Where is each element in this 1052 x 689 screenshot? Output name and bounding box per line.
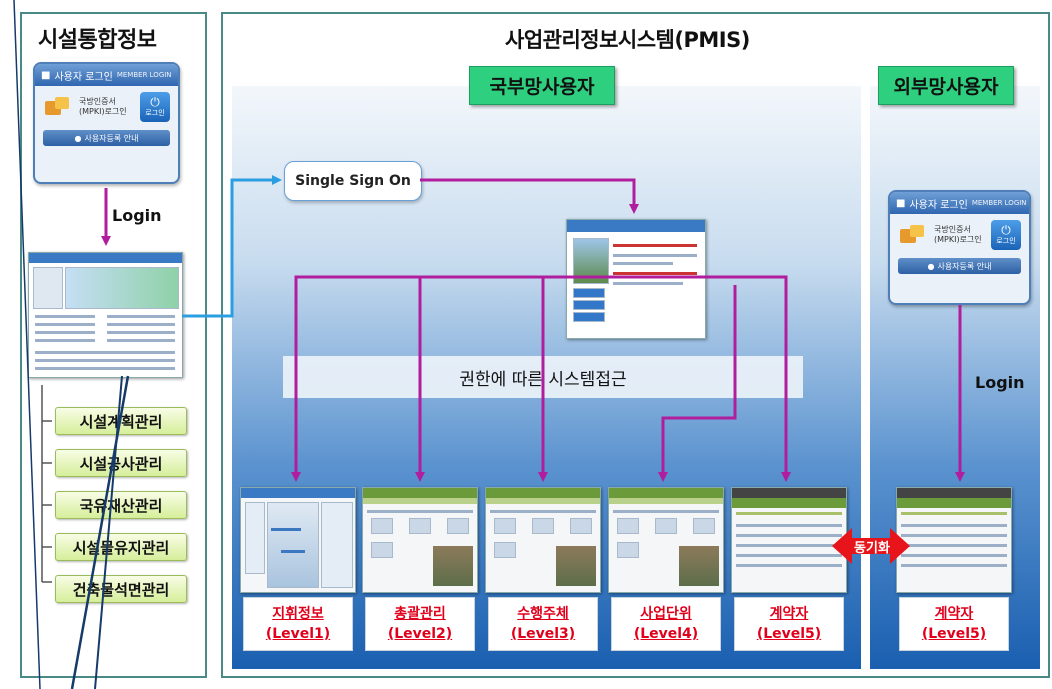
level5-screenshot — [731, 487, 847, 593]
left-login-label: Login — [112, 206, 162, 225]
external-level-label-5[interactable]: 계약자(Level5) — [899, 597, 1009, 651]
menu-state-property[interactable]: 국유재산관리 — [55, 491, 187, 519]
access-by-permission-band: 권한에 따른 시스템접근 — [283, 356, 803, 398]
level-label-4[interactable]: 사업단위(Level4) — [611, 597, 721, 651]
person-icon: ● — [927, 261, 935, 271]
portal-screenshot — [28, 252, 183, 378]
sync-label: 동기화 — [854, 540, 890, 556]
register-guide-button[interactable]: ● 사용자등록 안내 — [43, 130, 170, 146]
left-panel-title: 시설통합정보 — [38, 28, 157, 53]
pmis-main-screenshot — [566, 219, 706, 339]
internal-users-header: 국부망사용자 — [469, 66, 615, 105]
level-label-2[interactable]: 총괄관리(Level2) — [365, 597, 475, 651]
user-icon: ■ — [896, 197, 906, 209]
level3-screenshot — [485, 487, 601, 593]
menu-asbestos-management[interactable]: 건축물석면관리 — [55, 575, 187, 603]
cert-login-text: 국방인증서 (MPKI)로그인 — [79, 97, 127, 116]
external-login-header: ■ 사용자 로그인 MEMBER LOGIN — [890, 192, 1029, 214]
login-box-header: ■ 사용자 로그인 MEMBER LOGIN — [35, 64, 178, 86]
login-button[interactable]: ⏻ 로그인 — [140, 92, 170, 122]
menu-facility-construction[interactable]: 시설공사관리 — [55, 449, 187, 477]
external-login-label: Login — [975, 373, 1025, 392]
level-label-3[interactable]: 수행주체(Level3) — [488, 597, 598, 651]
cert-login-text: 국방인증서 (MPKI)로그인 — [934, 225, 982, 244]
login-button[interactable]: ⏻ 로그인 — [991, 220, 1021, 250]
power-icon: ⏻ — [150, 95, 160, 109]
power-icon: ⏻ — [1001, 223, 1011, 237]
external-level5-screenshot — [896, 487, 1012, 593]
level-label-5[interactable]: 계약자(Level5) — [734, 597, 844, 651]
single-sign-on-box[interactable]: Single Sign On — [284, 161, 422, 201]
menu-facility-planning[interactable]: 시설계획관리 — [55, 407, 187, 435]
certificate-icon — [43, 95, 73, 119]
external-users-header: 외부망사용자 — [878, 66, 1014, 105]
certificate-icon — [898, 223, 928, 247]
internal-login-box[interactable]: ■ 사용자 로그인 MEMBER LOGIN 국방인증서 (MPKI)로그인 ⏻… — [33, 62, 180, 184]
right-panel-title: 사업관리정보시스템(PMIS) — [505, 28, 750, 52]
level1-screenshot — [240, 487, 356, 593]
level2-screenshot — [362, 487, 478, 593]
user-icon: ■ — [41, 69, 51, 81]
menu-facility-maintenance[interactable]: 시설물유지관리 — [55, 533, 187, 561]
register-guide-button[interactable]: ● 사용자등록 안내 — [898, 258, 1021, 274]
level4-screenshot — [608, 487, 724, 593]
external-login-box[interactable]: ■ 사용자 로그인 MEMBER LOGIN 국방인증서 (MPKI)로그인 ⏻… — [888, 190, 1031, 305]
level-label-1[interactable]: 지휘정보(Level1) — [243, 597, 353, 651]
person-icon: ● — [74, 133, 82, 143]
